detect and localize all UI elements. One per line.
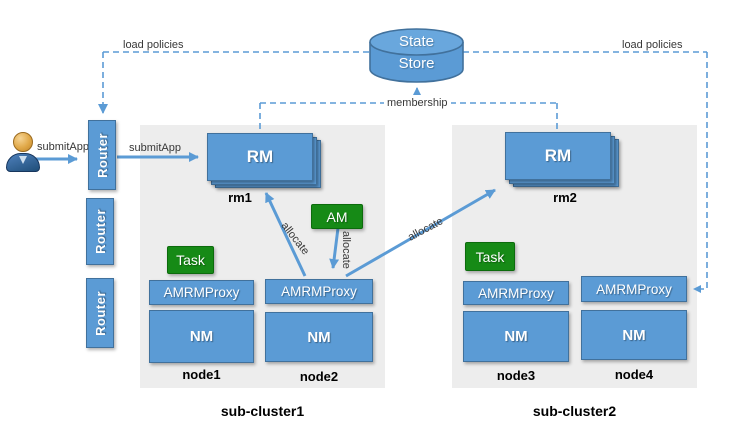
nm-node3: NM	[463, 311, 569, 362]
submitapp-user-label: submitApp	[37, 141, 89, 153]
subcluster1-label: sub-cluster1	[220, 403, 305, 419]
node1-caption: node1	[182, 367, 221, 382]
allocate-am-label: allocate	[340, 231, 352, 269]
am-box: AM	[311, 204, 363, 229]
node2-caption: node2	[299, 369, 339, 384]
task-box-1: Task	[167, 246, 214, 274]
user-icon	[6, 132, 40, 172]
node3-caption: node3	[496, 368, 536, 383]
allocate-rm2-label: allocate	[406, 215, 446, 244]
amrmproxy-node1: AMRMProxy	[149, 280, 254, 305]
amrmproxy-node3: AMRMProxy	[463, 281, 569, 305]
amrmproxy-node4: AMRMProxy	[581, 276, 687, 302]
nm-node4: NM	[581, 310, 687, 360]
router-1: Router	[88, 120, 116, 190]
rm1-stack: RM	[207, 133, 327, 193]
task-box-2: Task	[465, 242, 515, 271]
rm2-stack: RM	[505, 132, 625, 192]
node4-caption: node4	[614, 367, 654, 382]
submitapp-router-label: submitApp	[129, 142, 181, 154]
subcluster2-label: sub-cluster2	[532, 403, 617, 419]
load-policies-left-label: load policies	[123, 39, 184, 51]
router-2: Router	[86, 198, 114, 265]
router-3: Router	[86, 278, 114, 348]
amrmproxy-node2: AMRMProxy	[265, 279, 373, 304]
user-head	[13, 132, 33, 152]
membership-label: membership	[384, 97, 451, 109]
rm1-caption: rm1	[228, 190, 252, 205]
nm-node2: NM	[265, 312, 373, 362]
nm-node1: NM	[149, 310, 254, 363]
rm2-box: RM	[505, 132, 611, 180]
user-collar	[19, 156, 27, 164]
rm1-box: RM	[207, 133, 313, 181]
load-policies-right-label: load policies	[622, 39, 683, 51]
state-store-label: State Store	[398, 33, 435, 72]
rm2-caption: rm2	[553, 190, 577, 205]
